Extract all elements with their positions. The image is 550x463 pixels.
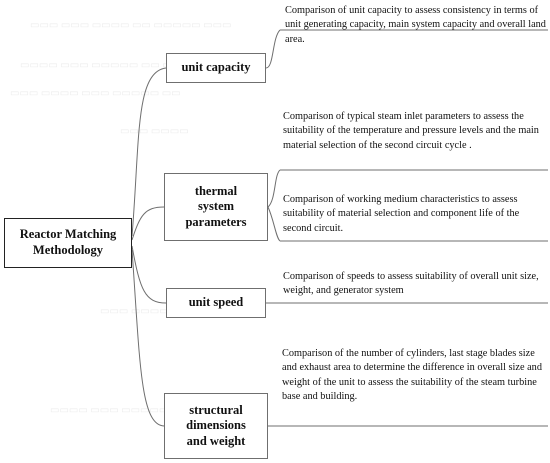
connector-root-thermal-system xyxy=(131,206,165,241)
description-steam-inlet: Comparison of typical steam inlet parame… xyxy=(283,111,539,151)
category-unit-capacity: unit capacity xyxy=(166,53,266,83)
category-label: thermal system parameters xyxy=(185,183,247,229)
category-structural-dimensions: structural dimensions and weight xyxy=(164,393,268,459)
ghost-text: ▭▭▭ ▭▭▭▭ ▭▭▭ ▭▭▭▭▭ ▭▭ xyxy=(10,88,181,99)
description-unit-speed: Comparison of speeds to assess suitabili… xyxy=(283,271,539,297)
description-structural: Comparison of the number of cylinders, l… xyxy=(282,348,542,403)
ghost-text: ▭▭▭ ▭▭▭▭ ▭▭▭ xyxy=(100,306,200,317)
description-working-medium: Comparison of working medium characteris… xyxy=(283,194,520,234)
root-label: Reactor Matching Methodology xyxy=(19,227,117,257)
category-unit-speed: unit speed xyxy=(166,288,266,318)
root-node: Reactor Matching Methodology xyxy=(4,218,132,268)
category-thermal-system-parameters: thermal system parameters xyxy=(164,173,268,241)
connector-root-unit-capacity xyxy=(131,67,167,237)
connector-thermal-desc-3 xyxy=(267,206,281,242)
category-label: structural dimensions and weight xyxy=(186,402,246,448)
ghost-text: ▭▭▭▭ ▭▭▭ ▭▭▭▭▭ xyxy=(50,405,169,416)
category-label: unit capacity xyxy=(181,60,251,75)
ghost-text: ▭▭▭ ▭▭▭ ▭▭▭▭ ▭▭ ▭▭▭▭▭ ▭▭▭ xyxy=(30,20,232,31)
connector-thermal-desc-2 xyxy=(267,169,281,208)
connector-root-unit-speed xyxy=(131,245,167,304)
connector-root-structural xyxy=(131,249,165,427)
description-unit-capacity: Comparison of unit capacity to assess co… xyxy=(285,5,546,45)
category-label: unit speed xyxy=(188,295,244,310)
connector-unit-capacity-desc xyxy=(265,29,281,69)
ghost-text: ▭▭▭▭ ▭▭▭ ▭▭▭▭▭ ▭▭ ▭▭▭ xyxy=(20,60,191,71)
ghost-text: ▭▭▭ ▭▭▭▭ xyxy=(120,126,189,137)
